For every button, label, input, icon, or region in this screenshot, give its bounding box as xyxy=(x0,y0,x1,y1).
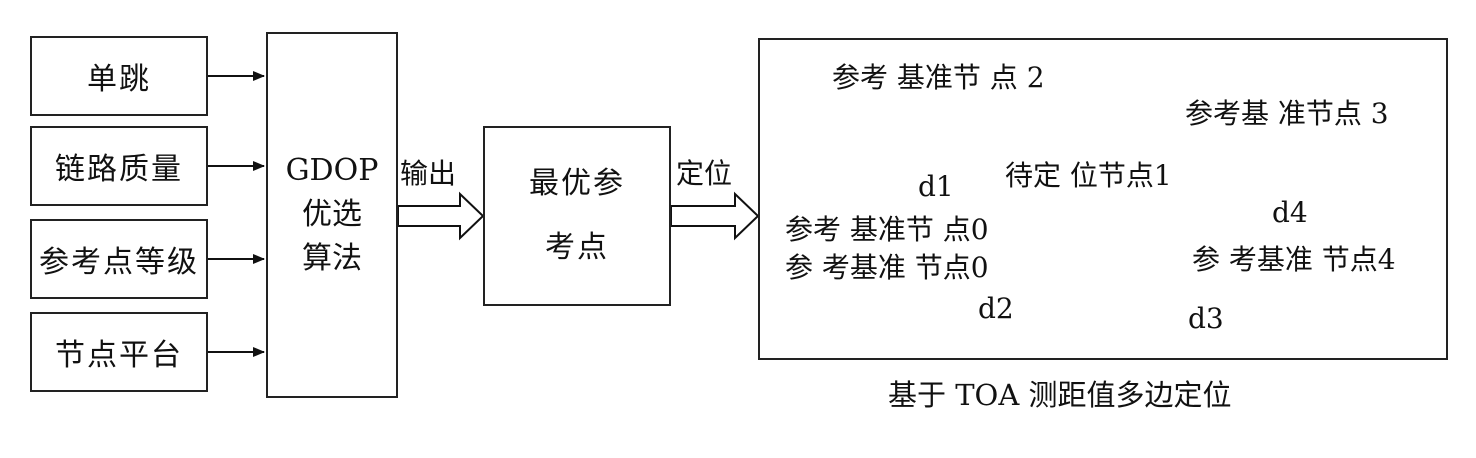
ref-node-4-label: 参 考基准 节点4 xyxy=(1192,243,1396,276)
distance-d2-label: d2 xyxy=(978,292,1014,325)
locate-label: 定位 xyxy=(676,157,733,190)
input-label: 参考点等级 xyxy=(39,245,199,280)
ref-node-0-label-a: 参考 基准节 点0 xyxy=(785,213,989,246)
input-box-ref-level: 参考点等级 xyxy=(30,219,208,299)
best-ref-line-1: 最优参 xyxy=(529,166,625,201)
input-box-single-hop: 单跳 xyxy=(30,36,208,116)
panel-caption: 基于 TOA 测距值多边定位 xyxy=(888,378,1232,412)
gdop-algorithm-box: GDOP 优选 算法 xyxy=(266,32,398,398)
gdop-line-3: 算法 xyxy=(302,241,362,276)
distance-d3-label: d3 xyxy=(1188,302,1224,335)
input-label: 节点平台 xyxy=(55,338,183,373)
distance-d1-label: d1 xyxy=(918,170,954,203)
input-label: 单跳 xyxy=(87,62,151,97)
gdop-line-2: 优选 xyxy=(302,197,362,232)
gdop-line-1: GDOP xyxy=(285,153,379,188)
hollow-arrow-output xyxy=(397,191,485,241)
input-box-link-quality: 链路质量 xyxy=(30,126,208,206)
hollow-arrow-locate xyxy=(670,191,760,241)
ref-node-3-label: 参考基 准节点 3 xyxy=(1185,97,1389,130)
output-label: 输出 xyxy=(400,157,457,190)
toa-positioning-panel xyxy=(758,38,1448,360)
input-label: 链路质量 xyxy=(55,152,183,187)
ref-node-0-label-b: 参 考基准 节点0 xyxy=(785,251,989,284)
target-node-label: 待定 位节点1 xyxy=(1005,159,1172,192)
distance-d4-label: d4 xyxy=(1272,196,1308,229)
input-box-node-platform: 节点平台 xyxy=(30,312,208,392)
best-ref-line-2: 考点 xyxy=(545,230,609,265)
best-reference-box: 最优参 考点 xyxy=(483,126,671,306)
ref-node-2-label: 参考 基准节 点 2 xyxy=(832,61,1045,94)
